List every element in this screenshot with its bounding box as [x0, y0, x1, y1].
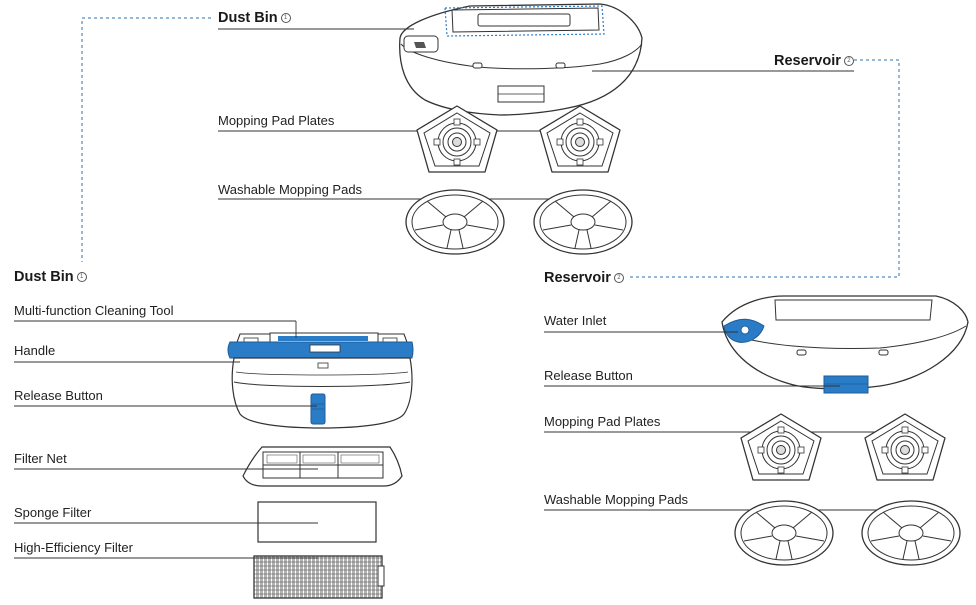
handle-label: Handle — [14, 343, 56, 358]
reservoir-mop-plates-label: Mopping Pad Plates — [544, 414, 661, 429]
dust-bin-heading: Dust Bin 1 — [14, 268, 87, 286]
reservoir-mop-plate-left — [740, 413, 822, 481]
top-reservoir-title: Reservoir — [774, 53, 841, 69]
reservoir-link-line — [630, 59, 900, 278]
top-reservoir-heading: Reservoir 2 — [774, 52, 854, 70]
top-mop-plate-right — [539, 105, 621, 173]
top-mop-plates-label: Mopping Pad Plates — [218, 113, 335, 128]
reservoir-release-button-label: Release Button — [544, 368, 633, 383]
reservoir-mop-pad-left — [734, 500, 834, 566]
dust-bin-illustration — [227, 332, 414, 599]
hepa-filter-label: High-Efficiency Filter — [14, 540, 133, 555]
dust-bin-badge: 1 — [76, 272, 87, 282]
reservoir-badge: 2 — [613, 273, 624, 283]
reservoir-mop-pad-right — [861, 500, 961, 566]
top-mop-pad-left — [405, 189, 505, 255]
dust-bin-leader-lines — [14, 320, 318, 559]
top-leader-lines — [218, 28, 854, 200]
reservoir-title: Reservoir — [544, 270, 611, 286]
reservoir-illustration — [721, 295, 969, 394]
water-inlet-label: Water Inlet — [544, 313, 607, 328]
top-reservoir-illustration — [399, 3, 643, 116]
top-dust-bin-title: Dust Bin — [218, 10, 278, 26]
dust-bin-release-button-label: Release Button — [14, 388, 103, 403]
top-mop-pad-right — [533, 189, 633, 255]
sponge-filter-label: Sponge Filter — [14, 505, 92, 520]
dust-bin-title: Dust Bin — [14, 269, 74, 285]
dust-bin-link-line — [81, 17, 211, 262]
reservoir-leader-lines — [544, 331, 905, 511]
multi-function-tool-label: Multi-function Cleaning Tool — [14, 303, 174, 318]
top-reservoir-badge: 2 — [843, 56, 854, 66]
filter-net-label: Filter Net — [14, 451, 67, 466]
top-dust-bin-badge: 1 — [280, 13, 291, 23]
top-mop-pads-label: Washable Mopping Pads — [218, 182, 363, 197]
top-dust-bin-heading: Dust Bin 1 — [218, 9, 291, 27]
top-mop-plate-left — [416, 105, 498, 173]
reservoir-heading: Reservoir 2 — [544, 269, 624, 287]
reservoir-mop-plate-right — [864, 413, 946, 481]
reservoir-mop-pads-label: Washable Mopping Pads — [544, 492, 689, 507]
